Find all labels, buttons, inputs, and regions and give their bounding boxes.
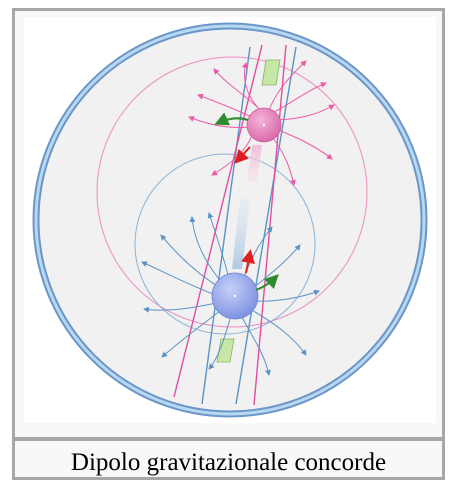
lower-mass-center [233, 294, 237, 298]
green-arrow-upper [214, 112, 249, 126]
figure-caption: Dipolo gravitazionale concorde [70, 449, 387, 476]
upper-mass-center [262, 123, 266, 127]
inner-ring-highlight [34, 24, 426, 416]
pink-core-band [247, 145, 262, 182]
red-arrow-lower [241, 249, 255, 274]
figure-panel [24, 17, 436, 423]
dipole-diagram [32, 22, 428, 418]
blue-axis-left [201, 46, 251, 405]
pink-field-circle [96, 56, 368, 328]
blue-core-band [232, 199, 250, 269]
caption-separator [12, 437, 445, 441]
blue-axis-right [235, 46, 297, 405]
pink-axis-left [173, 44, 263, 398]
pink-axis-right [253, 44, 287, 406]
green-arrow-lower [255, 274, 279, 291]
green-sector-top [261, 59, 281, 86]
pink-field-lines [188, 60, 335, 186]
red-arrow-upper [234, 146, 251, 164]
